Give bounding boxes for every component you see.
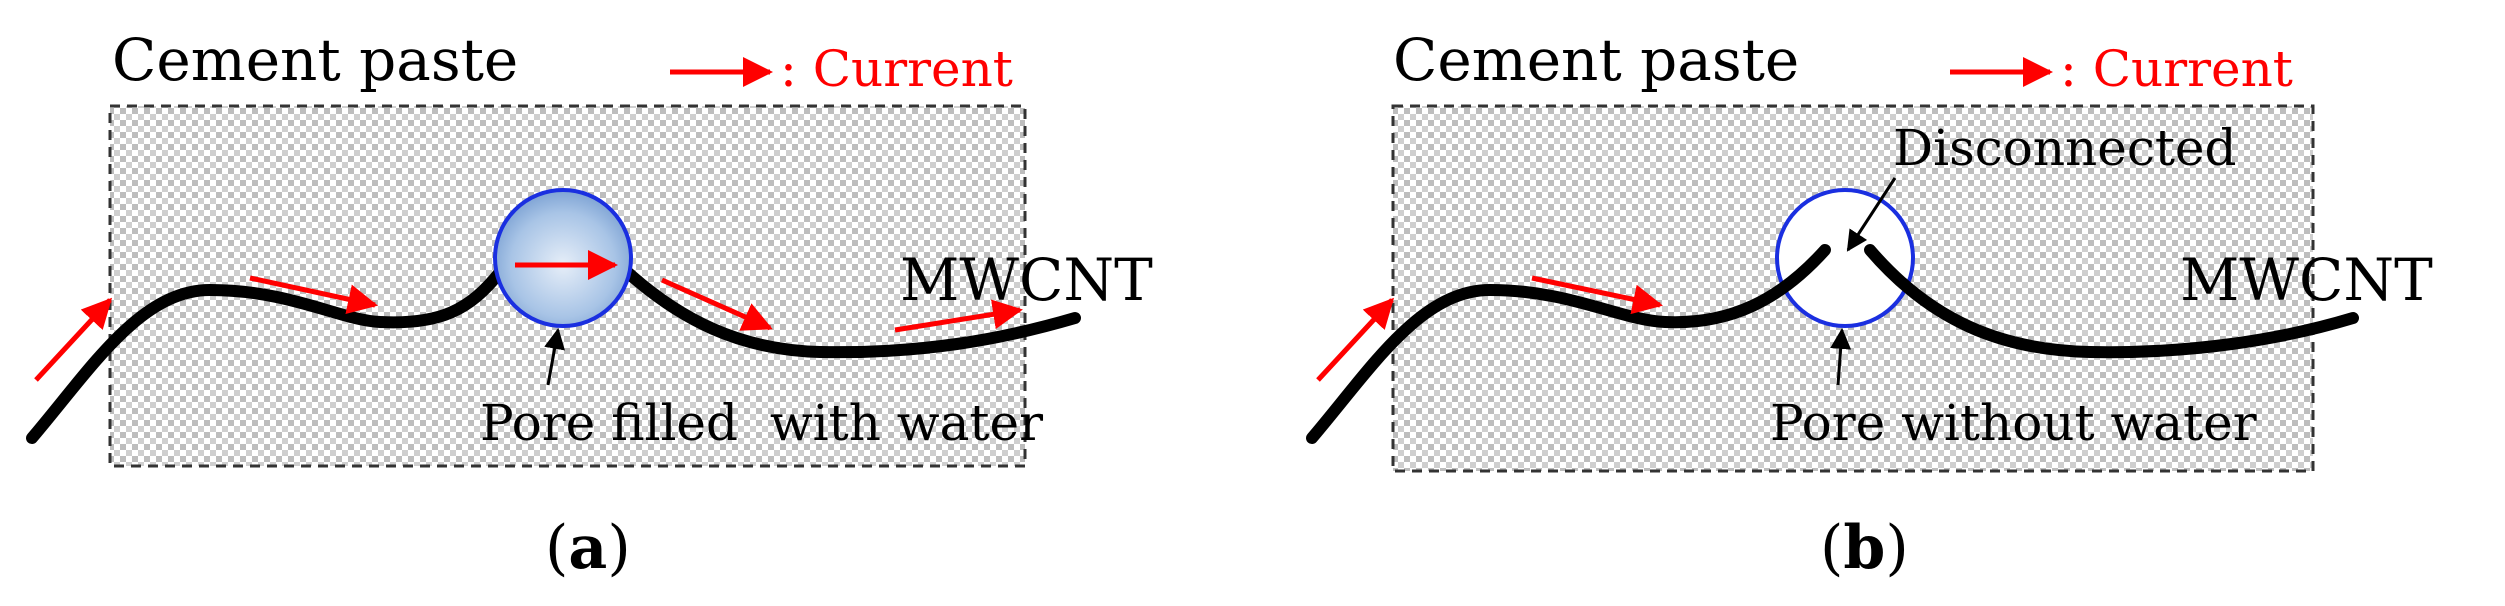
mwcnt-label: MWCNT [2180, 246, 2433, 314]
mwcnt-fiber-right [1864, 244, 2359, 359]
panel-b-caption: (b) [1820, 513, 1909, 583]
cement-paste-title: Cement paste [1393, 26, 1799, 94]
current-legend: : Current [670, 40, 1013, 98]
pore-label: Pore without water [1770, 394, 2257, 452]
current-arrow-2 [249, 275, 378, 314]
panel-a-caption: (a) [545, 513, 631, 583]
disconnected-pointer-arrow [1846, 177, 1897, 252]
mwcnt-fiber-right [619, 264, 1081, 359]
pore-pointer-arrow [544, 327, 565, 386]
current-arrow-1 [34, 297, 113, 382]
pore-label: Pore filled with water [480, 394, 1043, 452]
empty-pore [1775, 188, 1915, 328]
mwcnt-fiber-left [26, 266, 506, 444]
current-legend-label: : Current [780, 40, 1013, 98]
current-legend: : Current [1950, 40, 2293, 98]
current-arrow-5 [894, 299, 1023, 333]
pore-pointer-arrow [1830, 327, 1852, 386]
panel-b: Cement paste : Current Disconnected MWCN… [1306, 26, 2433, 583]
cement-paste-title: Cement paste [112, 26, 518, 94]
panel-a: Cement paste : Current MWCNT Pore filled… [26, 26, 1153, 583]
current-arrow-1 [1316, 297, 1395, 382]
current-arrow-2 [1531, 275, 1663, 315]
water-filled-pore [493, 188, 633, 328]
current-arrow-4 [660, 277, 773, 331]
mwcnt-label: MWCNT [900, 246, 1153, 314]
current-legend-label: : Current [2060, 40, 2293, 98]
mwcnt-fiber-left [1306, 244, 1831, 444]
disconnected-label: Disconnected [1893, 119, 2237, 177]
